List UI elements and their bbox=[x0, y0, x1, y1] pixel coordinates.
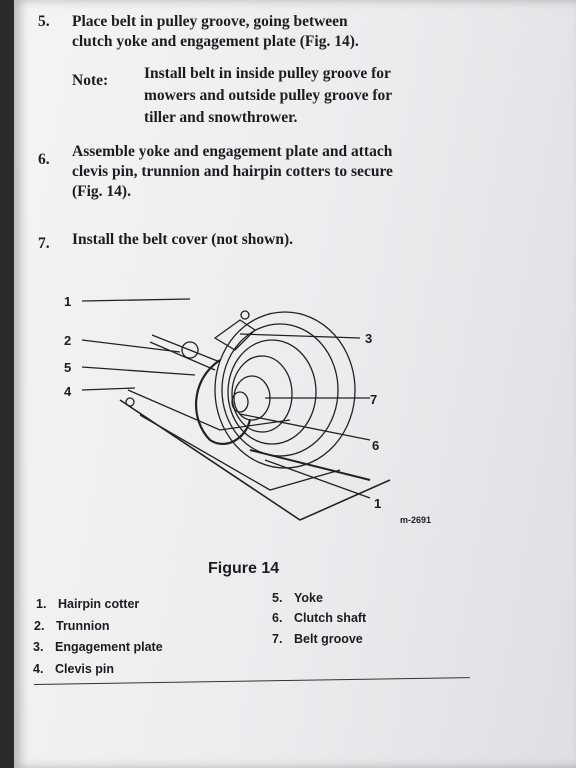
legend-item: 6. Clutch shaft bbox=[272, 611, 366, 625]
legend-number: 6. bbox=[272, 611, 283, 625]
legend-label: Hairpin cotter bbox=[58, 597, 140, 611]
legend-number: 7. bbox=[272, 632, 283, 646]
step-number: 7. bbox=[38, 235, 50, 252]
callout-6: 6 bbox=[372, 438, 379, 453]
step-line: Assemble yoke and engagement plate and a… bbox=[72, 143, 393, 160]
legend-label: Clevis pin bbox=[55, 662, 115, 676]
legend-label: Clutch shaft bbox=[294, 611, 367, 625]
legend-item: 4. Clevis pin bbox=[33, 662, 114, 676]
note-line: Install belt in inside pulley groove for bbox=[144, 65, 391, 82]
step-number: 5. bbox=[38, 13, 50, 30]
callout-1: 1 bbox=[64, 294, 71, 309]
legend-label: Belt groove bbox=[294, 632, 363, 646]
clutch-shaft bbox=[149, 341, 216, 371]
step-line: clutch yoke and engagement plate (Fig. 1… bbox=[72, 33, 359, 50]
legend-number: 1. bbox=[36, 597, 47, 611]
figure-14-illustration: 1 2 5 4 3 7 6 1 m-2691 bbox=[64, 294, 431, 525]
leader-line-4 bbox=[81, 387, 136, 391]
legend-number: 3. bbox=[33, 640, 44, 654]
manual-page bbox=[14, 0, 576, 768]
legend-item: 1. Hairpin cotter bbox=[36, 597, 139, 611]
legend-label: Engagement plate bbox=[55, 640, 163, 654]
legend-item: 5. Yoke bbox=[272, 591, 323, 605]
legend-label: Trunnion bbox=[56, 619, 110, 633]
callout-2: 2 bbox=[64, 333, 71, 348]
leader-line-1 bbox=[81, 298, 191, 302]
step-number: 6. bbox=[38, 151, 50, 168]
leader-line-3 bbox=[239, 333, 361, 339]
pulley bbox=[214, 311, 356, 469]
hairpin-cotter bbox=[240, 310, 250, 320]
legend-item: 2. Trunnion bbox=[34, 619, 109, 633]
trunnion bbox=[181, 341, 199, 359]
legend-item: 7. Belt groove bbox=[272, 632, 363, 646]
figure-code: m-2691 bbox=[400, 515, 431, 525]
figure-caption: Figure 14 bbox=[208, 560, 280, 577]
yoke bbox=[194, 359, 252, 446]
step-line: (Fig. 14). bbox=[72, 183, 131, 200]
callout-3: 3 bbox=[365, 331, 372, 346]
legend-number: 2. bbox=[34, 619, 45, 633]
callout-7: 7 bbox=[370, 392, 377, 407]
step-line: Install the belt cover (not shown). bbox=[72, 231, 294, 248]
callout-5: 5 bbox=[64, 360, 71, 375]
clevis-pin bbox=[125, 397, 135, 407]
engagement-plate-tab bbox=[213, 319, 257, 351]
callout-1b: 1 bbox=[374, 496, 381, 511]
legend-item: 3. Engagement plate bbox=[33, 640, 163, 654]
legend-number: 5. bbox=[272, 591, 283, 605]
step-line: Place belt in pulley groove, going betwe… bbox=[72, 13, 348, 30]
leader-line-2 bbox=[81, 339, 181, 353]
callout-4: 4 bbox=[64, 384, 72, 399]
note-line: tiller and snowthrower. bbox=[144, 109, 298, 126]
step-line: clevis pin, trunnion and hairpin cotters… bbox=[72, 163, 393, 180]
frame bbox=[119, 399, 391, 521]
leader-line-1b bbox=[264, 459, 371, 499]
leader-line-5 bbox=[81, 366, 196, 376]
legend-label: Yoke bbox=[294, 591, 323, 605]
legend-number: 4. bbox=[33, 662, 44, 676]
note-label: Note: bbox=[72, 72, 109, 89]
note-line: mowers and outside pulley groove for bbox=[144, 87, 393, 104]
